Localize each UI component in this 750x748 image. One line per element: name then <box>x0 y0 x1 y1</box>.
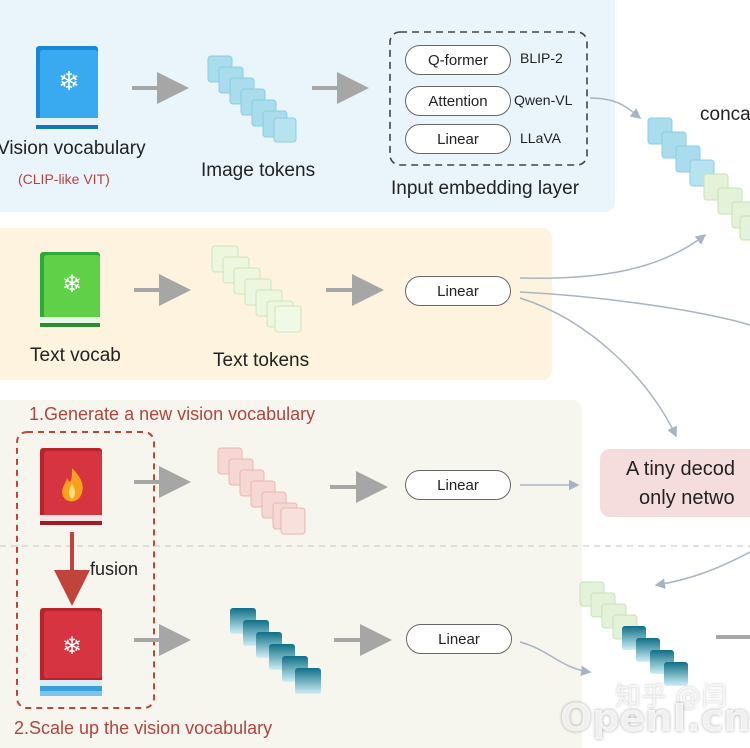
step2-title: 2.Scale up the vision vocabulary <box>14 718 273 738</box>
vision-vocab-dashed-box <box>16 431 155 709</box>
concat-label: conca <box>700 104 750 125</box>
text-vocab-book-icon: ❄ <box>40 252 100 327</box>
linear-pill-llava: Linear <box>405 124 511 154</box>
decoder-line-1: A tiny decod <box>626 458 735 480</box>
site-watermark: OpenI.cn <box>560 696 750 740</box>
top-panel <box>0 0 615 212</box>
vision-vocab-book-icon: ❄ <box>36 46 98 129</box>
fusion-label: fusion <box>90 559 139 579</box>
connector-text-linear-to-decoder <box>519 297 677 438</box>
vision-vocab-label: Vision vocabulary <box>0 138 146 159</box>
connector-text-linear-to-concat <box>519 234 707 279</box>
image-tokens-label: Image tokens <box>201 160 316 181</box>
qformer-pill: Q-former <box>405 45 511 75</box>
scaled-vision-tokens-stack <box>230 608 321 694</box>
svg-text:❄: ❄ <box>62 633 82 660</box>
zhihu-watermark: 知乎 @闫 <box>615 682 728 712</box>
llava-label: LLaVA <box>520 130 561 146</box>
embedding-layer-box <box>389 31 588 166</box>
connector-text-linear-right <box>519 291 750 326</box>
qwen-vl-label: Qwen-VL <box>514 92 573 108</box>
text-linear-pill: Linear <box>405 276 511 306</box>
attention-pill: Attention <box>405 86 511 116</box>
text-tokens-stack <box>211 245 302 333</box>
scaled-vision-vocab-book-icon: ❄ <box>40 608 102 696</box>
concat-tokens-stack <box>647 117 750 241</box>
connector-scaled-linear-to-tokens <box>519 641 592 677</box>
decoder-line-2: only netwo <box>639 487 735 509</box>
image-tokens-stack <box>207 55 297 143</box>
connector-embedding-to-concat <box>589 97 642 119</box>
embedding-layer-label: Input embedding layer <box>391 178 580 199</box>
new-vision-tokens-stack <box>217 447 306 535</box>
vision-vocab-sub-label: (CLIP-like VIT) <box>18 171 110 187</box>
step1-linear-pill: Linear <box>405 470 511 500</box>
new-vision-vocab-book-icon <box>40 448 102 525</box>
step1-title: 1.Generate a new vision vocabulary <box>29 404 316 424</box>
text-tokens-label: Text tokens <box>213 350 310 371</box>
tiny-decoder-box: A tiny decod only netwo <box>600 449 750 517</box>
connector-decoder-to-output-tokens <box>654 551 750 589</box>
step2-linear-pill: Linear <box>406 624 512 654</box>
text-vocab-label: Text vocab <box>30 345 121 366</box>
svg-text:❄: ❄ <box>62 271 82 298</box>
svg-text:❄: ❄ <box>58 66 80 96</box>
blip2-label: BLIP-2 <box>520 50 563 66</box>
output-tokens-stack <box>579 581 688 686</box>
